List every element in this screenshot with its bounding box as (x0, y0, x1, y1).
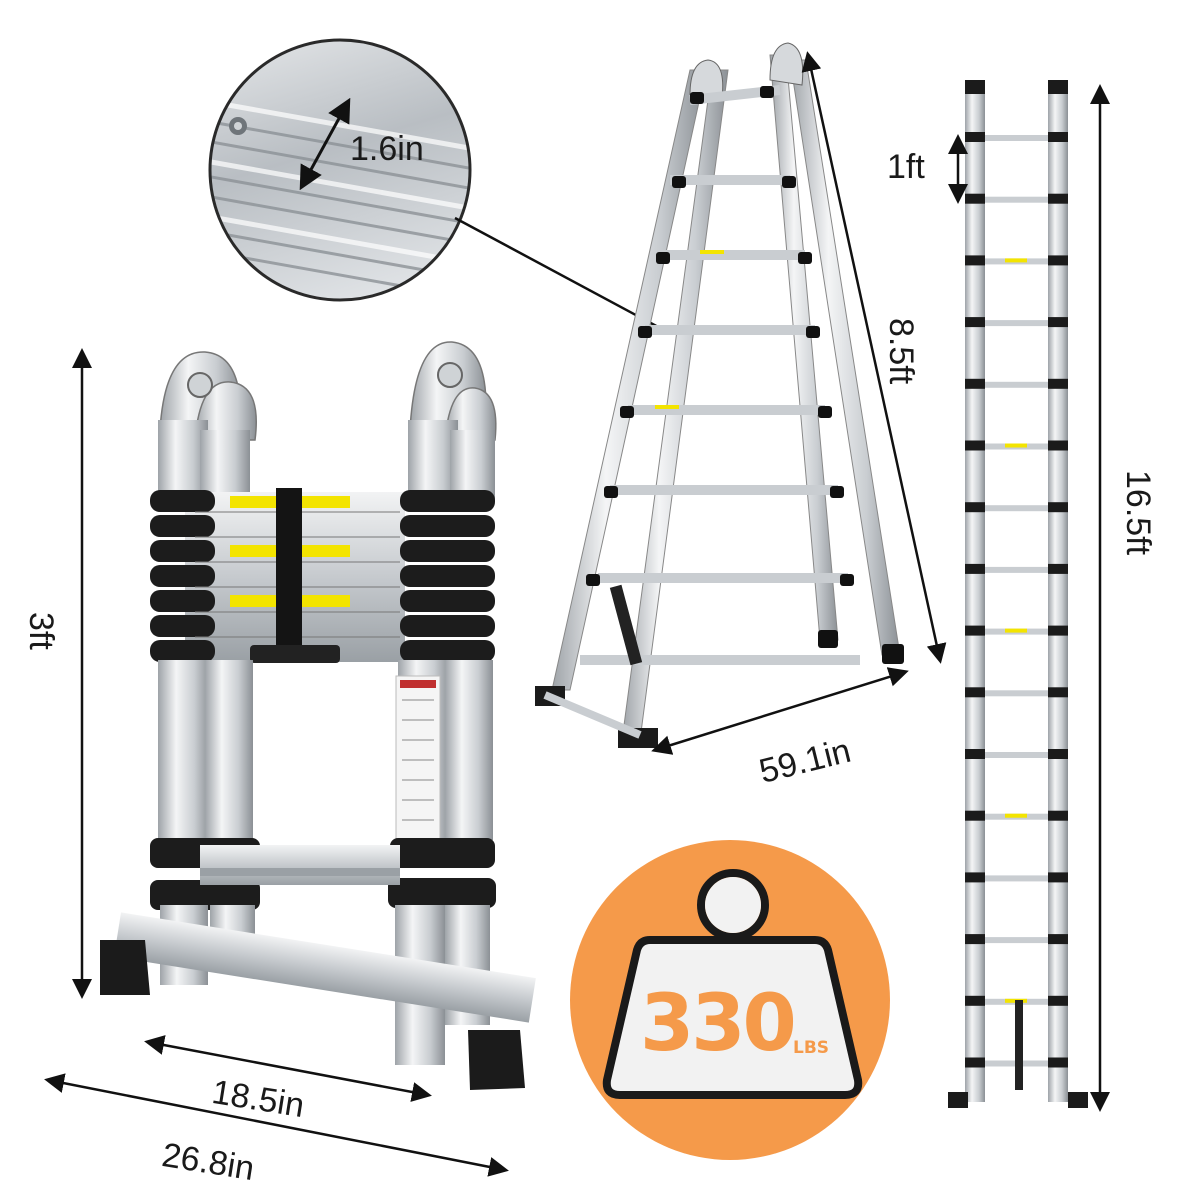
rung-clip (1048, 255, 1068, 266)
rung-label-sticker (1005, 813, 1027, 818)
rung-clip (965, 872, 985, 883)
extended-rung (985, 752, 1048, 758)
rung-clip (965, 255, 985, 266)
rung-clip (1048, 440, 1068, 451)
extended-rung (985, 937, 1048, 944)
rung-clip (965, 810, 985, 821)
folded-height-label: 3ft (22, 612, 60, 650)
rung-clip (965, 687, 985, 698)
rung-label-sticker (1005, 443, 1027, 448)
a-frame-height-arrow (801, 51, 947, 664)
rung-clip (965, 1057, 985, 1068)
rung-clip (965, 625, 985, 636)
rung-clip (965, 502, 985, 513)
extended-ladder (948, 80, 1088, 1108)
tube-width-arrow (299, 97, 351, 191)
rung-clip (965, 563, 985, 574)
extended-rung (985, 505, 1048, 512)
rung-clip (1048, 934, 1068, 945)
rung-clip (1048, 749, 1068, 759)
rung-clip (1048, 378, 1068, 389)
rung-clip (1048, 502, 1068, 513)
a-frame-base-arrow (651, 667, 909, 755)
rung-clip (1048, 317, 1068, 328)
rung-clip (1048, 995, 1068, 1006)
extended-rung (985, 875, 1048, 882)
rung-clip (965, 317, 985, 328)
load-capacity-badge (570, 840, 890, 1160)
extended-rung (985, 196, 1048, 203)
rung-clip (965, 440, 985, 451)
rung-clip (1048, 1057, 1068, 1068)
extended-height-label: 16.5ft (1119, 470, 1157, 556)
folded-ladder (100, 341, 536, 1090)
extended-rung (985, 566, 1048, 573)
rung-clip (965, 378, 985, 389)
rung-spacing-label: 1ft (887, 148, 925, 186)
rung-clip (965, 934, 985, 945)
rung-clip (965, 995, 985, 1006)
rung-clip (1048, 132, 1068, 142)
rung-clip (1048, 872, 1068, 883)
rung-clip (1048, 687, 1068, 698)
load-capacity-value: 330 (640, 979, 797, 1069)
weight-icon (602, 936, 863, 1099)
rung-clip (1048, 810, 1068, 821)
rung-label-sticker (1005, 628, 1027, 633)
rung-clip (965, 749, 985, 759)
callout-line (454, 216, 661, 330)
rung-clip (1048, 193, 1068, 204)
rung-clip (1048, 563, 1068, 574)
extended-rung (985, 381, 1048, 388)
rung-clip (965, 193, 985, 204)
extended-rung (985, 320, 1048, 327)
rung-clip (965, 132, 985, 142)
a-frame-ladder (535, 42, 904, 748)
a-frame-height-label: 8.5ft (882, 318, 920, 385)
tube-width-label: 1.6in (350, 130, 424, 168)
extended-rung (985, 690, 1048, 697)
extended-rung (985, 135, 1048, 141)
rung-label-sticker (1005, 258, 1027, 263)
tube-closeup (208, 38, 661, 330)
load-capacity-unit: LBS (793, 1038, 830, 1058)
rung-clip (1048, 625, 1068, 636)
outer-width-arrow (44, 1073, 509, 1177)
